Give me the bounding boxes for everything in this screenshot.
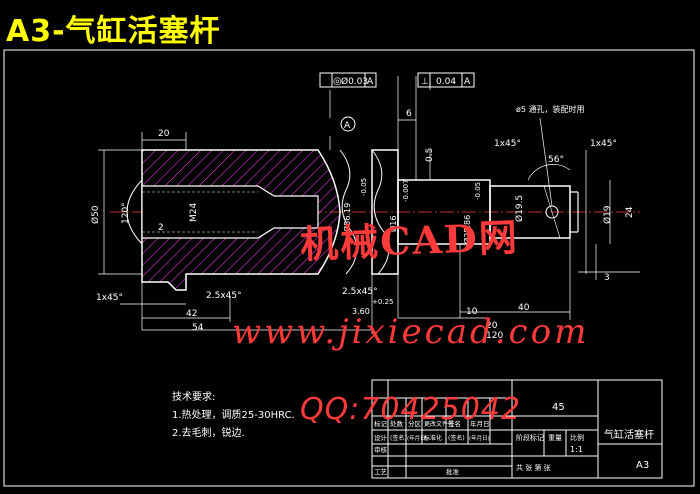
dimension-lines	[98, 76, 640, 334]
watermark-site-name: 机械CAD网	[299, 214, 520, 267]
tb-row2-4: (签名)	[448, 434, 465, 442]
chamfer-left: 1x45°	[96, 293, 123, 303]
tb-row2-1: (签名)	[390, 434, 407, 442]
dia-shaft: Ø56.19	[342, 203, 352, 232]
coaxiality-symbol: ◎	[333, 76, 342, 87]
tech-req-heading: 技术要求:	[172, 392, 216, 403]
dia-25: Ø25.86	[462, 215, 472, 244]
coaxiality-value: Ø0.03	[341, 76, 368, 87]
dim-20-bottom: 20	[486, 321, 498, 331]
tb-process: 工艺	[374, 468, 388, 476]
tb-weight-label: 重量	[548, 434, 562, 442]
watermark-url: www.jixiecad.com	[232, 312, 590, 352]
dim-42: 42	[186, 309, 197, 319]
tb-row2-0: 设计	[374, 433, 388, 442]
tech-req-item-1: 1.热处理，调质25-30HRC.	[172, 410, 295, 421]
dia-19-5: Ø19.5	[514, 195, 525, 222]
sheet-border	[3, 49, 695, 487]
datum-label: A	[344, 121, 351, 131]
tb-row2-5: (年月日)	[469, 434, 490, 442]
drawing-title: A3-气缸活塞杆	[6, 14, 221, 49]
dim-54: 54	[192, 323, 204, 333]
dim-20-top: 20	[158, 129, 170, 139]
dim-0-5: 0.5	[425, 148, 435, 162]
coaxiality-frame	[319, 72, 377, 88]
tb-review: 审核	[374, 445, 388, 454]
tb-row2-3: 标准化	[424, 434, 442, 442]
tol-16-upper: -0.007	[402, 179, 410, 202]
tb-header-3: 更改文件号	[424, 420, 454, 428]
dia-16: Ø16	[388, 216, 398, 232]
dim-6: 6	[406, 109, 412, 119]
perp-datum: A	[464, 77, 471, 87]
piston-body	[126, 149, 341, 291]
dim-3: 3	[604, 273, 610, 283]
dim-dia50: Ø50	[90, 205, 101, 224]
tb-header-5: 年月日	[470, 419, 490, 428]
chamfer-mid: 2.5x45°	[206, 291, 242, 301]
watermark-qq: QQ:70425042	[300, 392, 522, 427]
tol-0-25: +0.25	[372, 298, 393, 306]
angle-120: 120°	[121, 202, 131, 224]
dim-10: 10	[466, 307, 478, 317]
tb-part-name: 气缸活塞杆	[604, 428, 654, 441]
dim-40: 40	[518, 303, 530, 313]
tb-sheets: 共 张 第 张	[516, 463, 551, 472]
tb-header-4: 签名	[448, 419, 461, 428]
tb-stage-label: 阶段标记	[516, 433, 544, 442]
dim-2: 2	[158, 223, 164, 233]
perp-symbol: ⊥	[421, 77, 429, 87]
tb-header-2: 分区	[408, 419, 422, 428]
tb-scale: 1:1	[570, 445, 583, 454]
coaxiality-datum: A	[367, 77, 374, 87]
chamfer-top-right: 1x45°	[590, 139, 617, 149]
tb-header-1: 处数	[390, 419, 404, 428]
dim-3-60: 3.60	[352, 307, 370, 316]
datum-circle	[340, 116, 356, 132]
chamfer-bottom: 2.5x45°	[342, 287, 378, 297]
tb-sheet-size: A3	[636, 460, 649, 471]
thread-m24: M24	[189, 203, 199, 222]
tb-ratio-label: 比例	[570, 433, 584, 442]
tech-req-item-2: 2.去毛刺，锐边.	[172, 428, 245, 439]
rod-shaft	[339, 149, 579, 275]
angle-56: 56°	[548, 155, 564, 165]
hole-note: ø5 通孔，装配时用	[516, 104, 585, 114]
chamfer-top-mid: 1x45°	[494, 139, 521, 149]
tb-header-0: 标记	[374, 419, 388, 428]
tb-approve: 批准	[446, 467, 460, 476]
perp-value: 0.04	[436, 77, 456, 87]
title-block	[371, 379, 663, 479]
tb-row2-2: (年月日)	[407, 434, 428, 442]
tol-25: -0.05	[474, 182, 482, 200]
dim-24: 24	[625, 206, 635, 218]
tb-material: 45	[552, 402, 565, 413]
perpendicularity-frame	[417, 72, 475, 88]
dim-120: 120	[486, 331, 503, 341]
dia-19: Ø19	[602, 205, 613, 224]
tol-shaft-upper: -0.05	[360, 178, 368, 196]
